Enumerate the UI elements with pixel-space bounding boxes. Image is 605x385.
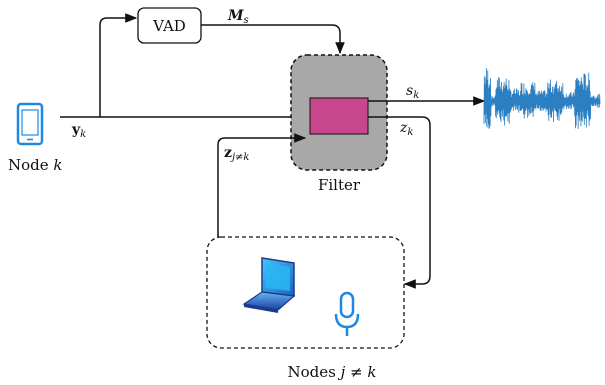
other-nodes-group <box>206 236 405 349</box>
zk-label: zk <box>399 120 413 138</box>
filter-core <box>309 97 369 135</box>
sk-label: sk <box>406 83 419 101</box>
smartphone-icon <box>16 102 44 146</box>
ms-label: Ms <box>227 8 249 26</box>
other-nodes-label: Nodes j ≠ k <box>288 363 377 381</box>
mask-line <box>201 24 345 55</box>
vad-label: VAD <box>152 17 186 35</box>
yk-label: yk <box>71 122 86 140</box>
filter-label: Filter <box>318 176 361 194</box>
laptop-icon <box>242 257 296 313</box>
zj-label: zj≠k <box>224 145 250 163</box>
vad-input-line <box>99 13 138 117</box>
zk-output-line <box>368 116 431 289</box>
zj-input-line <box>217 133 307 237</box>
microphone-icon <box>334 291 360 336</box>
node-label: Node k <box>8 156 63 174</box>
speech-waveform-icon <box>483 68 601 130</box>
